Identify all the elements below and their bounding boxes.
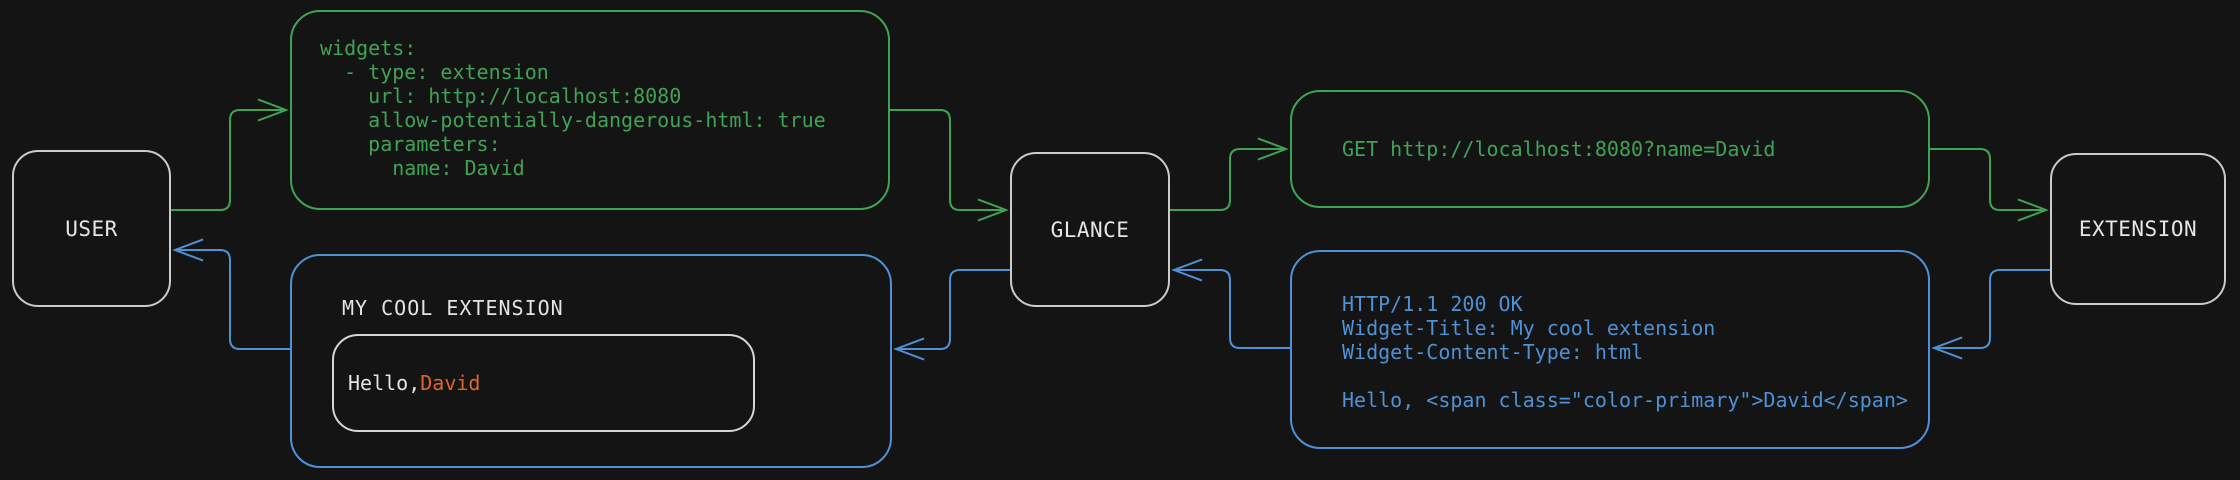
widget-title: MY COOL EXTENSION [342, 296, 564, 320]
config-yaml-box: widgets: - type: extension url: http://l… [290, 10, 890, 210]
http-request-text: GET http://localhost:8080?name=David [1342, 137, 1776, 161]
node-user: USER [12, 150, 171, 307]
widget-box-to-user-line [175, 249, 290, 350]
node-glance-label: GLANCE [1050, 217, 1130, 242]
node-user-label: USER [65, 216, 118, 241]
request-box-to-extension-arrowhead [2017, 198, 2049, 222]
node-extension-label: EXTENSION [2078, 217, 2198, 241]
glance-to-widget-box-arrowhead [893, 337, 925, 361]
widget-greeting-box: Hello, David [332, 334, 755, 432]
request-box-to-extension-line [1930, 148, 2046, 211]
http-response-text: HTTP/1.1 200 OK Widget-Title: My cool ex… [1342, 292, 1908, 412]
node-glance: GLANCE [1010, 152, 1170, 307]
widget-box-to-user-arrowhead [172, 238, 204, 262]
response-box-to-glance-arrowhead [1171, 258, 1203, 282]
response-box-to-glance-line [1174, 269, 1290, 349]
config-box-to-glance-arrowhead [977, 198, 1009, 222]
glance-to-widget-box-line [896, 269, 1010, 350]
glance-to-request-box-line [1170, 148, 1286, 211]
node-extension: EXTENSION [2050, 153, 2226, 305]
http-request-box: GET http://localhost:8080?name=David [1290, 90, 1930, 208]
extension-to-response-box-arrowhead [1931, 336, 1963, 360]
greeting-name: David [420, 371, 481, 395]
extension-to-response-box-line [1934, 269, 2050, 349]
http-response-box: HTTP/1.1 200 OK Widget-Title: My cool ex… [1290, 250, 1930, 449]
rendered-widget-box: MY COOL EXTENSION Hello, David [290, 254, 892, 468]
user-to-config-box-arrowhead [257, 98, 289, 122]
glance-to-request-box-arrowhead [1257, 137, 1289, 161]
config-yaml-text: widgets: - type: extension url: http://l… [320, 36, 826, 180]
user-to-config-box-line [171, 109, 286, 211]
config-box-to-glance-line [890, 109, 1006, 211]
greeting-prefix: Hello, [348, 371, 421, 395]
